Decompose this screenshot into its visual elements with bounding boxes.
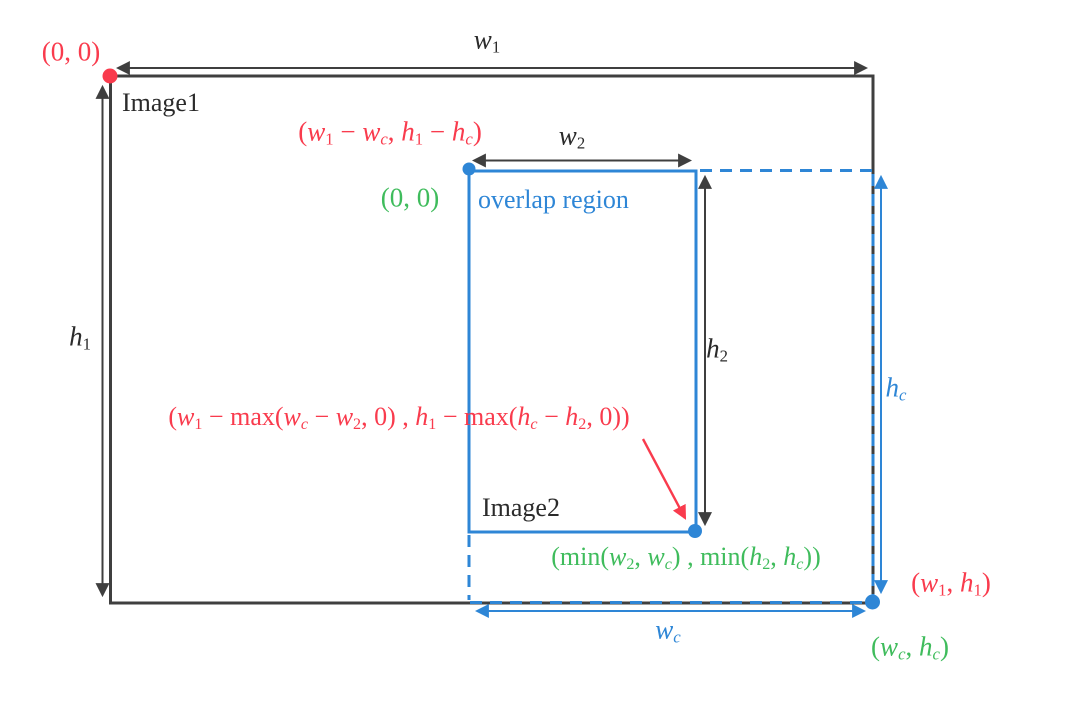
h1-label: h1 (69, 321, 91, 354)
wc-label: wc (655, 614, 681, 647)
overlap-top-left-label: (w1 − wc, h1 − hc) (298, 116, 482, 149)
overlap-bottom-right-label: (min(w2, wc) , min(h2, hc)) (551, 542, 821, 574)
image1-origin-label: (0, 0) (41, 36, 101, 67)
image1-bottom-right-label: (w1, h1) (911, 567, 991, 600)
image1-bottom-right-dot (865, 594, 880, 610)
image1-title: Image1 (122, 88, 200, 117)
overlap-bottom-right-dot (688, 524, 702, 538)
w2-label: w2 (558, 120, 586, 153)
image2-title: Image2 (482, 493, 560, 522)
h2-label: h2 (706, 333, 728, 366)
overlap-origin-label: (0, 0) (380, 182, 440, 213)
w1-label: w1 (473, 24, 501, 57)
image1-origin-dot (102, 68, 118, 84)
hc-label: hc (885, 372, 907, 405)
overlap-region-title: overlap region (478, 185, 629, 214)
overlap-inner-corner-label: (w1 − max(wc − w2, 0) , h1 − max(hc − h2… (168, 402, 630, 434)
overlap-top-left-dot (462, 162, 476, 176)
inner-corner-pointer-arrow (641, 438, 687, 520)
overlap-region-border (467, 169, 698, 534)
image1-border (109, 74, 875, 605)
crop-bottom-right-label: (wc, hc) (871, 631, 949, 664)
